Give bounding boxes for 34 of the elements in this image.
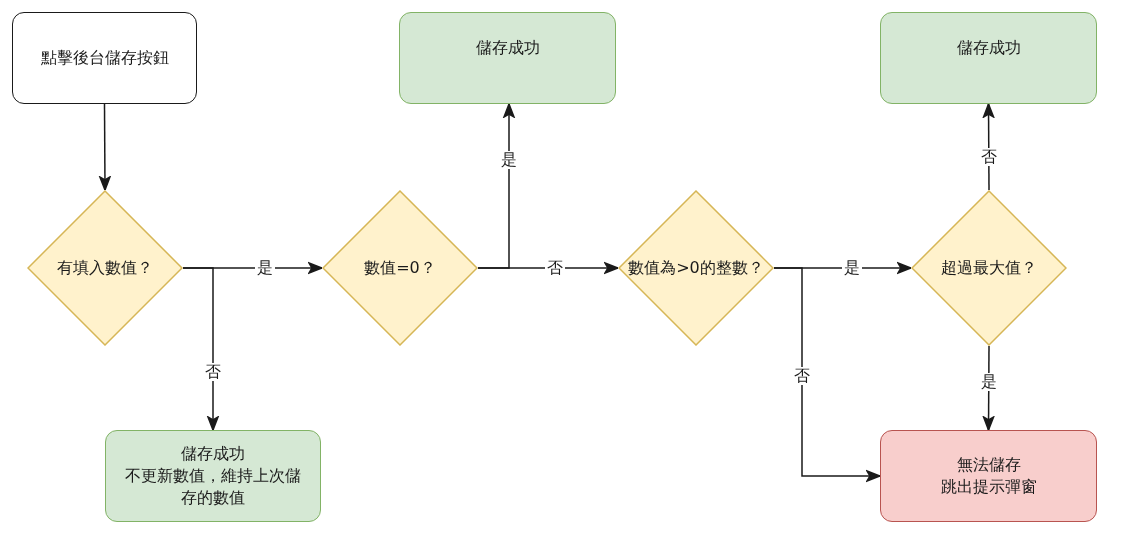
box-text: 儲存成功: [181, 443, 245, 465]
edge-label: 否: [545, 259, 565, 277]
decision-text: 超過最大值？: [941, 257, 1037, 279]
edge-label: 是: [979, 373, 999, 391]
error-box: [880, 430, 1097, 522]
arrow: [982, 103, 995, 191]
edge-label: 是: [842, 259, 862, 277]
edge-label: 否: [979, 148, 999, 166]
arrow: [182, 267, 219, 431]
decision-diamond: [911, 190, 1067, 346]
edge-label: 是: [255, 259, 275, 277]
arrow: [773, 267, 881, 482]
result-box: [880, 12, 1097, 104]
box-text: 儲存成功: [956, 37, 1021, 59]
arrow: [477, 262, 619, 274]
result-box: [399, 12, 616, 104]
box-text: 儲存成功: [475, 37, 540, 59]
decision-text: 數值=0？: [364, 257, 436, 279]
edge-label: 是: [499, 151, 519, 169]
edge-label: 否: [792, 367, 812, 385]
box-text: 跳出提示彈窗: [940, 476, 1037, 498]
box-text: 無法儲存: [956, 454, 1021, 476]
decision-diamond: [322, 190, 478, 346]
decision-text: 數值為>0的整數？: [628, 257, 764, 279]
edge-label: 否: [203, 363, 223, 381]
arrow: [99, 103, 111, 191]
arrow: [982, 345, 995, 431]
decision-diamond: [27, 190, 183, 346]
decision-diamond: [618, 190, 774, 346]
result-box: [105, 430, 321, 522]
decision-text: 有填入數值？: [57, 257, 153, 279]
box-text: 點擊後台儲存按鈕: [40, 47, 169, 69]
process-box: [12, 12, 197, 104]
box-text: 不更新數值，維持上次儲存的數值: [124, 465, 302, 509]
